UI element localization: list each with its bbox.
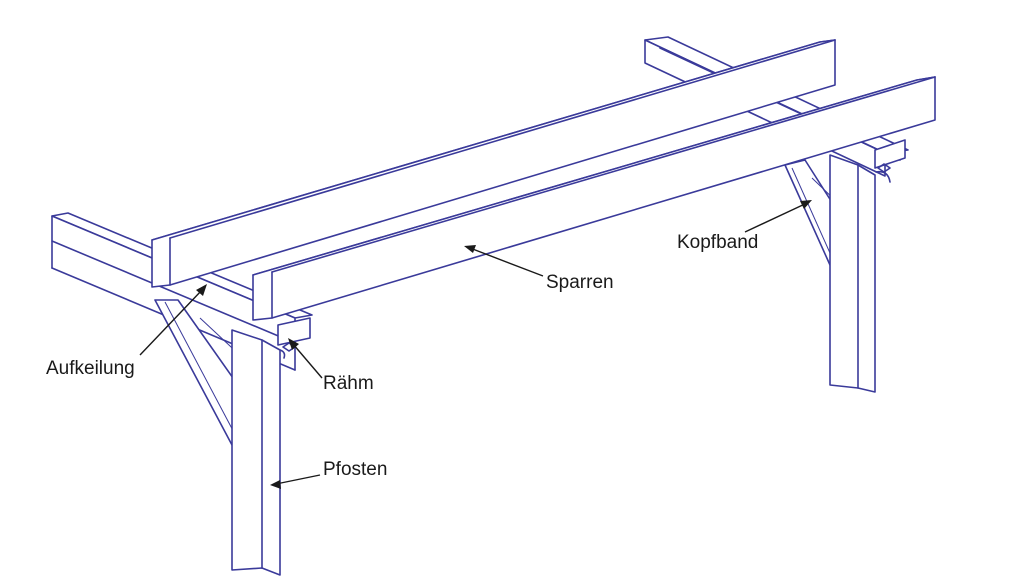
label-sparren: Sparren <box>464 245 614 293</box>
left-sparren <box>151 39 836 288</box>
front-pfosten <box>231 329 286 576</box>
label-aufkeilung-text: Aufkeilung <box>46 358 135 379</box>
label-pfosten-text: Pfosten <box>323 459 387 480</box>
back-wedge <box>874 139 906 173</box>
label-aufkeilung: Aufkeilung <box>46 284 207 379</box>
label-kopfband: Kopfband <box>677 200 812 253</box>
back-pfosten <box>829 154 891 393</box>
label-raehm: Rähm <box>288 338 374 394</box>
label-kopfband-text: Kopfband <box>677 232 758 253</box>
right-sparren <box>252 76 936 321</box>
label-pfosten: Pfosten <box>270 459 387 489</box>
label-sparren-text: Sparren <box>546 272 614 293</box>
label-raehm-text: Rähm <box>323 373 374 394</box>
